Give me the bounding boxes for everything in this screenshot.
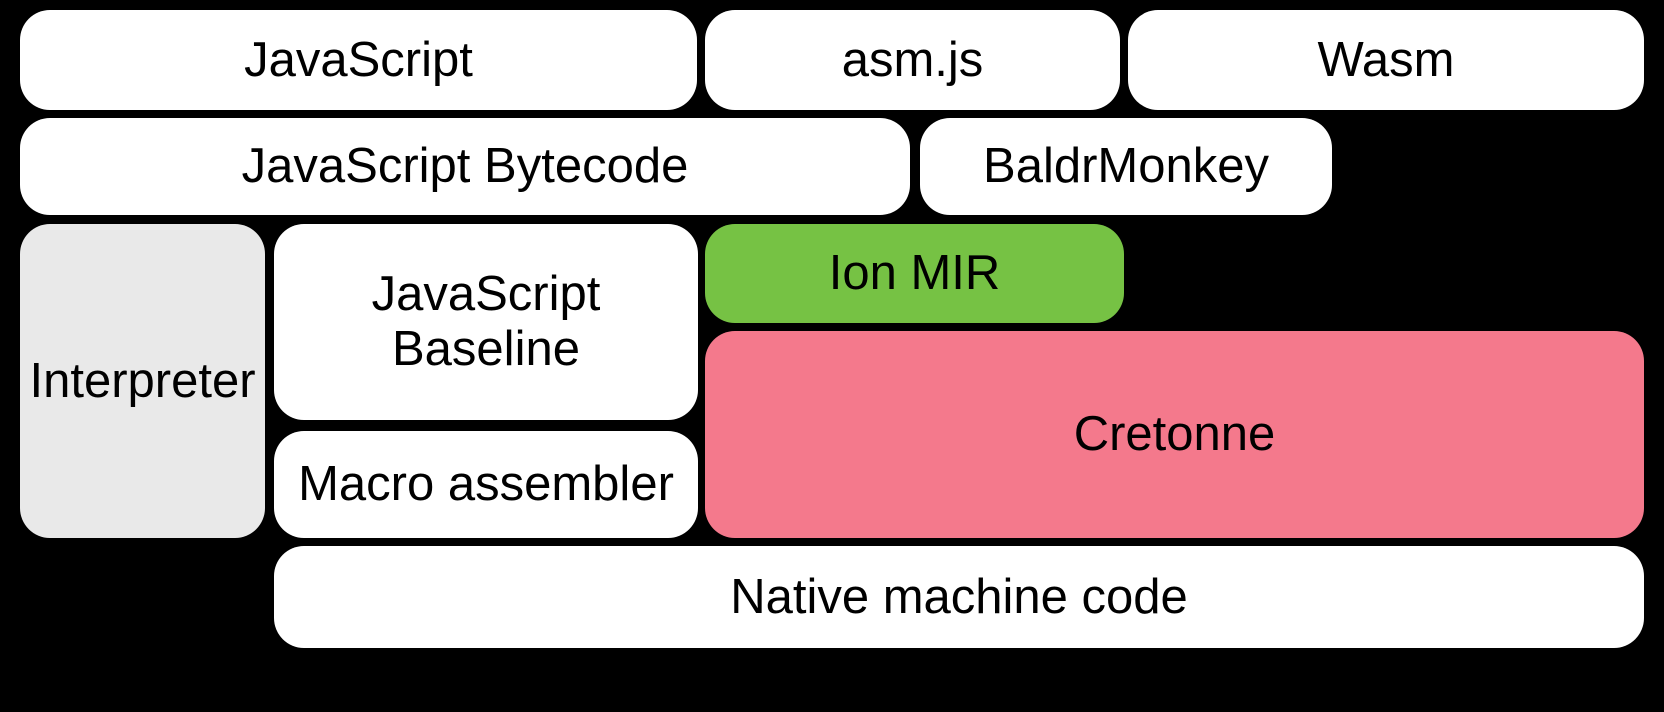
diagram-box-macro-assembler: Macro assembler [274, 431, 698, 538]
diagram-box-label-javascript-baseline: JavaScript Baseline [371, 267, 601, 376]
diagram-box-label-ion-mir: Ion MIR [828, 246, 1001, 301]
diagram-box-native-machine-code: Native machine code [274, 546, 1644, 648]
diagram-box-baldrmonkey: BaldrMonkey [920, 118, 1332, 215]
diagram-box-label-interpreter: Interpreter [29, 353, 256, 408]
diagram-box-javascript-baseline: JavaScript Baseline [274, 224, 698, 420]
diagram-box-interpreter: Interpreter [20, 224, 265, 538]
diagram-box-javascript-bytecode: JavaScript Bytecode [20, 118, 910, 215]
diagram-box-label-javascript-bytecode: JavaScript Bytecode [241, 139, 689, 194]
diagram-box-label-macro-assembler: Macro assembler [298, 457, 674, 512]
diagram-box-asm-js: asm.js [705, 10, 1120, 110]
diagram-box-label-javascript: JavaScript [244, 32, 473, 87]
diagram-box-ion-mir: Ion MIR [705, 224, 1124, 323]
diagram-box-wasm: Wasm [1128, 10, 1644, 110]
diagram-box-label-native-machine-code: Native machine code [730, 569, 1188, 624]
diagram-box-label-baldrmonkey: BaldrMonkey [983, 139, 1269, 194]
diagram-box-javascript: JavaScript [20, 10, 697, 110]
diagram-box-cretonne: Cretonne [705, 331, 1644, 538]
diagram-box-label-cretonne: Cretonne [1073, 407, 1276, 462]
diagram-box-label-asm-js: asm.js [841, 32, 984, 87]
diagram-box-label-wasm: Wasm [1317, 32, 1455, 87]
